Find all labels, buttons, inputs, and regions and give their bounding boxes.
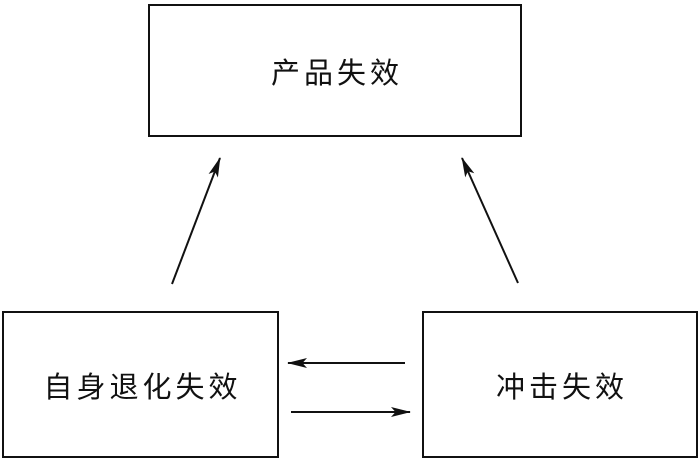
node-product-failure: 产品失效	[148, 4, 522, 137]
node-shock-failure: 冲击失效	[422, 311, 698, 458]
arrow-degradation-to-product	[171, 157, 221, 285]
arrow-shock-to-product	[461, 157, 519, 284]
node-shock-failure-label: 冲击失效	[495, 371, 628, 404]
node-degradation-failure: 自身退化失效	[2, 311, 279, 458]
node-degradation-failure-label: 自身退化失效	[43, 371, 242, 404]
node-product-failure-label: 产品失效	[270, 57, 403, 90]
